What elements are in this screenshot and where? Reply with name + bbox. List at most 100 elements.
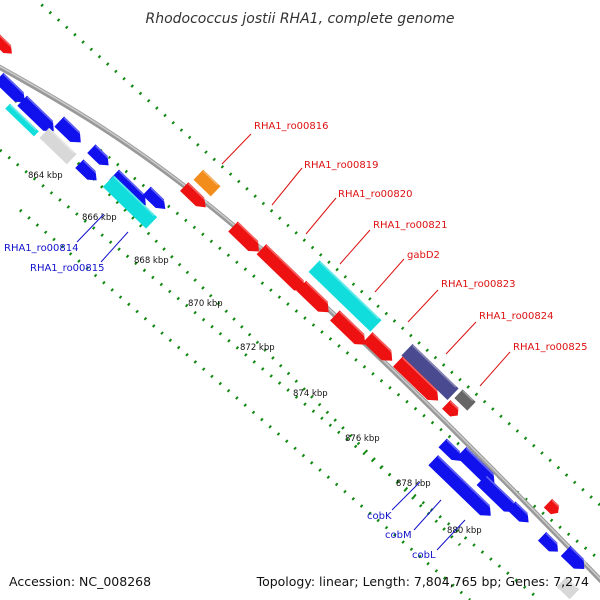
gene-feature[interactable] <box>401 344 459 400</box>
gene-feature[interactable] <box>330 310 370 349</box>
gene-feature[interactable] <box>454 389 476 411</box>
gene-feature-shape <box>507 501 529 523</box>
gene-feature[interactable] <box>256 244 310 296</box>
gene-feature-shape <box>256 244 305 291</box>
gene-feature-shape <box>39 127 77 165</box>
guide-line <box>33 0 600 507</box>
gene-label-cobK[interactable]: cobK <box>367 511 392 522</box>
gene-label-ro00814[interactable]: RHA1_ro00814 <box>4 243 79 254</box>
tick-labels: 864 kbp 866 kbp 868 kbp 870 kbp 872 kbp … <box>28 171 482 536</box>
guide-line <box>19 208 471 600</box>
gene-feature[interactable] <box>0 72 29 107</box>
gene-label-cobM[interactable]: cobM <box>385 530 412 541</box>
gene-label-gabD2[interactable]: gabD2 <box>407 250 440 261</box>
gene-feature-highlight <box>551 499 560 508</box>
gene-feature-shape <box>54 116 81 143</box>
gene-feature-shape <box>180 182 206 208</box>
gene-feature-shape <box>428 455 491 516</box>
gene-feature-shape <box>102 175 158 229</box>
gene-feature-shape <box>476 474 515 512</box>
gene-feature[interactable] <box>362 332 397 366</box>
gene-label-ro00823[interactable]: RHA1_ro00823 <box>441 279 516 290</box>
gene-feature-shape <box>0 34 12 54</box>
gene-feature[interactable] <box>428 455 495 521</box>
gene-feature-shape <box>454 389 476 411</box>
gene-feature-shape <box>556 576 580 600</box>
gene-labels: RHA1_ro00816 RHA1_ro00819 RHA1_ro00820 R… <box>4 121 588 561</box>
gene-feature-highlight <box>319 261 380 320</box>
gene-feature-shape <box>87 144 109 166</box>
gene-feature[interactable] <box>142 186 169 214</box>
gene-label-ro00816[interactable]: RHA1_ro00816 <box>254 121 329 132</box>
gene-feature[interactable] <box>543 498 562 517</box>
gene-feature-shape <box>560 545 585 570</box>
gene-feature[interactable] <box>438 438 465 466</box>
gene-feature-highlight <box>339 311 368 339</box>
gene-label-ro00824[interactable]: RHA1_ro00824 <box>479 311 554 322</box>
tick-label: 872 kbp <box>240 343 275 353</box>
gene-label-ro00815[interactable]: RHA1_ro00815 <box>30 263 105 274</box>
gene-features <box>0 34 589 600</box>
gene-feature-highlight <box>9 104 37 131</box>
gene-feature-highlight <box>545 532 560 547</box>
gene-feature-highlight <box>515 502 531 518</box>
gene-feature[interactable] <box>392 356 443 406</box>
gene-feature[interactable] <box>54 116 85 148</box>
gene-feature[interactable] <box>102 175 158 229</box>
gene-feature-shape <box>142 186 166 210</box>
gene-label-ro00821[interactable]: RHA1_ro00821 <box>373 220 448 231</box>
gene-feature[interactable] <box>87 144 113 169</box>
gene-feature[interactable] <box>296 280 333 317</box>
gene-feature-highlight <box>118 170 149 200</box>
gene-feature-highlight <box>570 546 587 564</box>
gene-feature[interactable] <box>537 532 562 556</box>
gene-feature[interactable] <box>556 576 580 600</box>
gene-feature-highlight <box>202 170 219 186</box>
topology-text: Topology: linear; Length: 7,804,765 bp; … <box>256 574 589 589</box>
gene-feature[interactable] <box>442 400 462 420</box>
tick-label: 864 kbp <box>28 171 63 181</box>
gene-label-ro00820[interactable]: RHA1_ro00820 <box>338 189 413 200</box>
gene-feature-highlight <box>437 456 494 510</box>
gene-feature-highlight <box>412 344 457 388</box>
gene-feature-shape <box>537 532 558 552</box>
guide-line <box>99 148 600 562</box>
gene-feature[interactable] <box>109 169 150 211</box>
gene-feature[interactable] <box>228 221 264 256</box>
gene-feature[interactable] <box>0 34 16 57</box>
gene-feature-highlight <box>485 475 518 507</box>
gene-feature[interactable] <box>476 474 520 517</box>
gene-feature-highlight <box>446 439 464 456</box>
label-leaders <box>76 133 511 551</box>
gene-label-ro00819[interactable]: RHA1_ro00819 <box>304 160 379 171</box>
tick-label: 878 kbp <box>396 479 431 489</box>
gene-feature-highlight <box>305 281 332 307</box>
gene-feature-shape <box>438 438 462 462</box>
gene-feature[interactable] <box>39 127 77 165</box>
gene-feature[interactable] <box>180 182 210 211</box>
gene-feature[interactable] <box>75 159 101 184</box>
gene-feature-highlight <box>449 401 460 411</box>
gene-feature[interactable] <box>5 103 39 137</box>
gene-feature-highlight <box>83 160 99 176</box>
gene-feature-highlight <box>187 183 208 203</box>
gene-feature-shape <box>109 169 146 206</box>
gene-feature[interactable] <box>17 95 58 137</box>
gene-feature-shape <box>75 159 97 181</box>
gene-feature[interactable] <box>560 545 589 574</box>
gene-feature-shape <box>330 310 366 345</box>
gene-label-cobL[interactable]: cobL <box>412 550 436 561</box>
gene-feature-shape <box>17 95 54 132</box>
gene-feature[interactable] <box>456 446 500 489</box>
tick-label: 874 kbp <box>293 389 328 399</box>
gene-feature-shape <box>296 280 329 313</box>
gene-feature[interactable] <box>193 169 221 197</box>
gene-feature[interactable] <box>308 260 382 332</box>
gene-feature-shape <box>193 169 221 197</box>
gene-feature-shape <box>308 260 382 332</box>
gene-label-ro00825[interactable]: RHA1_ro00825 <box>513 342 588 353</box>
gene-feature-shape <box>5 103 39 137</box>
gene-feature-highlight <box>265 244 308 285</box>
gene-feature[interactable] <box>507 501 533 526</box>
